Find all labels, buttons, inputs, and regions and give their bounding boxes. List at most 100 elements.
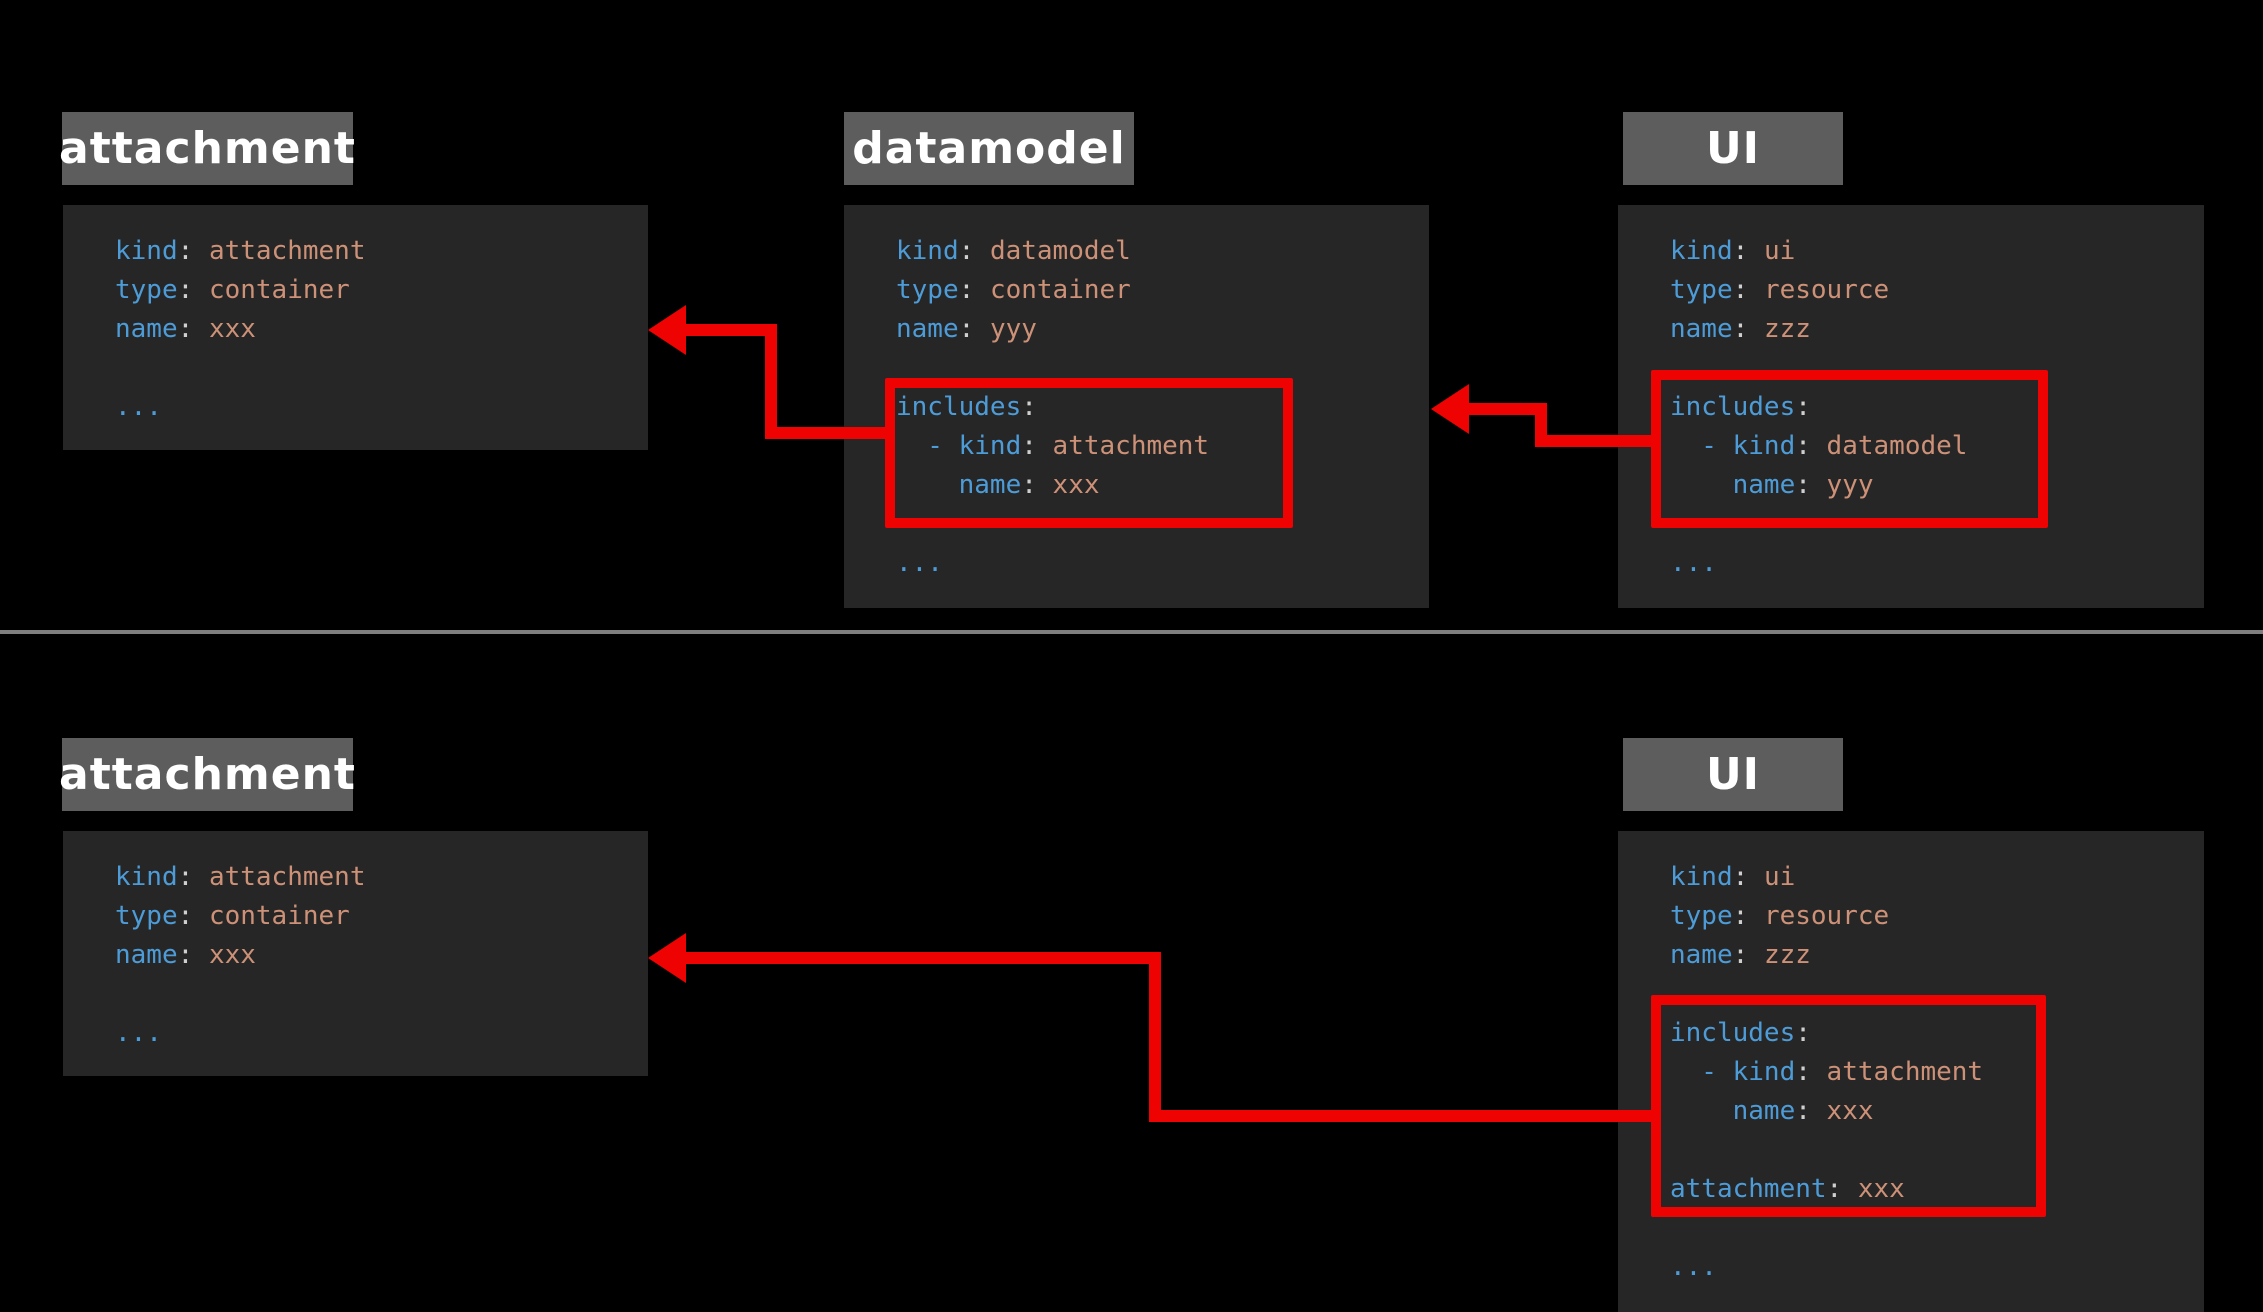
yaml-value: attachment [1826, 1057, 1984, 1087]
yaml-value: datamodel [1826, 431, 1968, 461]
code-line: - kind: attachment [896, 427, 1429, 466]
yaml-key: kind [115, 862, 178, 892]
yaml-key: name [1670, 314, 1733, 344]
panel-label-datamodel-top: datamodel [844, 112, 1134, 185]
yaml-value: resource [1763, 901, 1890, 931]
yaml-value: container [208, 901, 350, 931]
code-line: name: xxx [896, 466, 1429, 505]
yaml-value: zzz [1763, 940, 1811, 970]
arrow-head-datamodel-includes-to-attachment [648, 305, 686, 355]
yaml-key: kind [896, 236, 959, 266]
yaml-key: name [115, 314, 178, 344]
code-line: ... [896, 544, 1429, 583]
arrow-head-ui-includes-to-attachment [648, 933, 686, 983]
yaml-value: container [989, 275, 1131, 305]
code-line: kind: datamodel [896, 232, 1429, 271]
yaml-key: ... [896, 548, 943, 578]
code-line: includes: [896, 388, 1429, 427]
yaml-value: resource [1763, 275, 1890, 305]
yaml-key: includes [1670, 1018, 1796, 1048]
code-line: name: zzz [1670, 310, 2204, 349]
yaml-key: name [896, 314, 959, 344]
code-line: name: xxx [115, 936, 648, 975]
yaml-punct: : [1732, 275, 1764, 305]
yaml-punct: : [177, 940, 209, 970]
yaml-punct: : [1795, 1018, 1811, 1048]
yaml-punct: : [1795, 392, 1811, 422]
yaml-value: attachment [208, 862, 366, 892]
yaml-punct: : [177, 275, 209, 305]
code-line: type: resource [1670, 271, 2204, 310]
arrow-line-ui-includes-to-attachment [686, 952, 1651, 1122]
arrow-head-ui-includes-to-datamodel [1431, 384, 1469, 434]
highlight-datamodel-top [885, 378, 1293, 528]
yaml-key: name [896, 470, 1022, 500]
code-line: kind: attachment [115, 232, 648, 271]
code-line: - kind: attachment [1670, 1053, 2204, 1092]
yaml-key: name [1670, 1096, 1796, 1126]
panel-label-ui-top: UI [1623, 112, 1843, 185]
code-line: name: zzz [1670, 936, 2204, 975]
yaml-key: kind [115, 236, 178, 266]
code-line: ... [115, 1014, 648, 1053]
yaml-value: zzz [1763, 314, 1811, 344]
highlight-ui-bottom [1651, 995, 2046, 1217]
yaml-punct: : [1795, 431, 1827, 461]
code-line [115, 349, 648, 388]
yaml-punct: : [1826, 1174, 1858, 1204]
highlight-ui-top [1651, 370, 2048, 528]
yaml-punct: : [1795, 1096, 1827, 1126]
yaml-key: name [115, 940, 178, 970]
yaml-key: ... [115, 1018, 162, 1048]
yaml-key: type [1670, 275, 1733, 305]
yaml-key: - kind [1670, 431, 1796, 461]
yaml-value: xxx [1857, 1174, 1905, 1204]
yaml-key: includes [896, 392, 1022, 422]
code-line: - kind: datamodel [1670, 427, 2204, 466]
code-line: includes: [1670, 388, 2204, 427]
yaml-value: yyy [989, 314, 1037, 344]
yaml-punct: : [177, 236, 209, 266]
yaml-key: kind [1670, 236, 1733, 266]
yaml-punct: : [958, 314, 990, 344]
yaml-value: xxx [1052, 470, 1100, 500]
yaml-punct: : [1732, 236, 1764, 266]
yaml-key: type [115, 901, 178, 931]
code-line: name: xxx [1670, 1092, 2204, 1131]
yaml-value: ui [1763, 862, 1796, 892]
code-line: name: xxx [115, 310, 648, 349]
yaml-key: type [1670, 901, 1733, 931]
yaml-value: xxx [208, 940, 256, 970]
code-line: type: container [115, 271, 648, 310]
yaml-punct: : [177, 862, 209, 892]
panel-label-attachment-top: attachment [59, 112, 355, 185]
code-line: kind: ui [1670, 858, 2204, 897]
yaml-punct: : [177, 901, 209, 931]
yaml-key: name [1670, 470, 1796, 500]
yaml-value: xxx [208, 314, 256, 344]
yaml-key: attachment [1670, 1174, 1827, 1204]
yaml-key: ... [1670, 1252, 1717, 1282]
code-line: ... [1670, 544, 2204, 583]
yaml-punct: : [1021, 470, 1053, 500]
yaml-value: yyy [1826, 470, 1874, 500]
yaml-value: datamodel [989, 236, 1131, 266]
yaml-punct: : [1732, 314, 1764, 344]
yaml-punct: : [1732, 901, 1764, 931]
yaml-punct: : [1795, 1057, 1827, 1087]
yaml-key: kind [1670, 862, 1733, 892]
yaml-key: ... [1670, 548, 1717, 578]
yaml-value: xxx [1826, 1096, 1874, 1126]
yaml-punct: : [1732, 940, 1764, 970]
section-divider-line [0, 630, 2263, 634]
yaml-key: name [1670, 940, 1733, 970]
code-line: ... [1670, 1248, 2204, 1287]
yaml-punct: : [1732, 862, 1764, 892]
yaml-value: ui [1763, 236, 1796, 266]
code-line: type: container [115, 897, 648, 936]
